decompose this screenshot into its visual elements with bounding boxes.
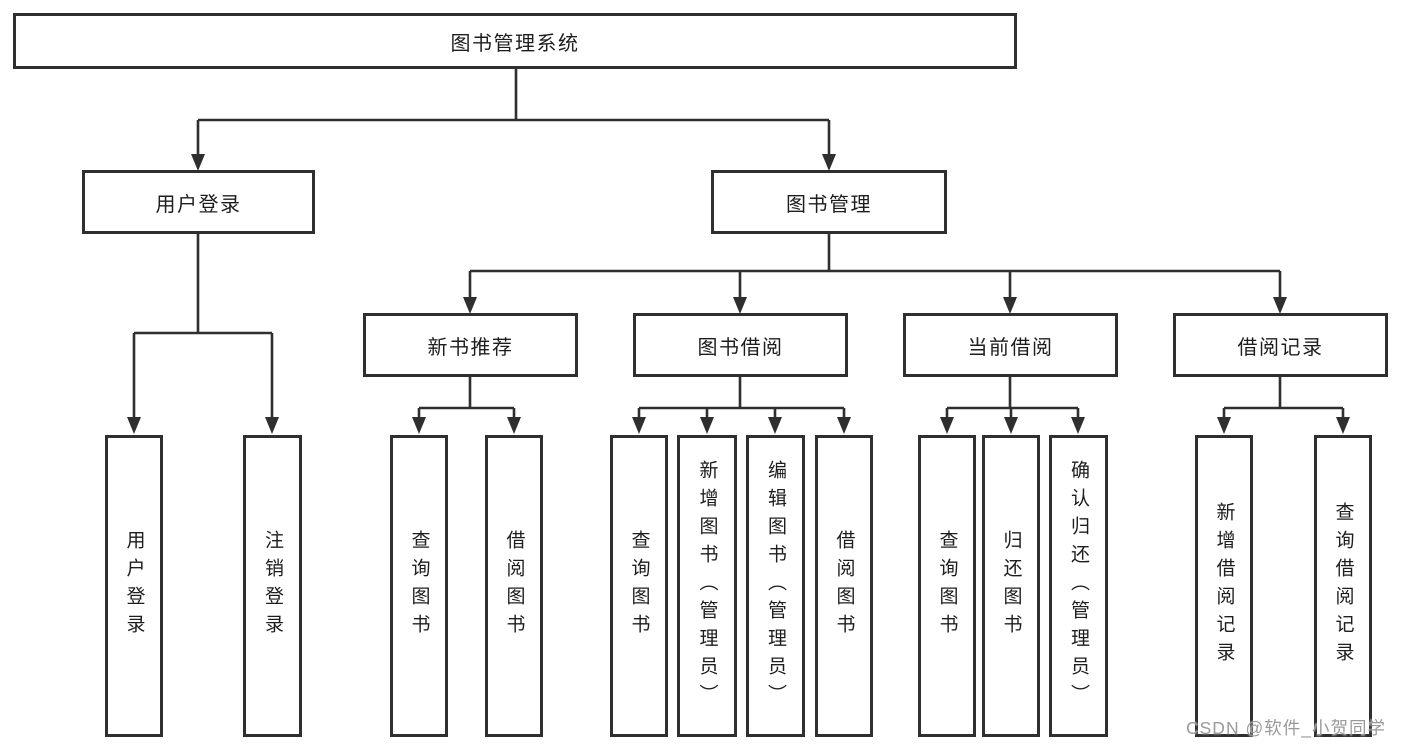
leaf-add-borrow-record: 新增借阅记录 <box>1195 435 1253 737</box>
node-book-management: 图书管理 <box>711 170 947 234</box>
node-library-system-label: 图书管理系统 <box>450 32 580 55</box>
node-borrowing-records: 借阅记录 <box>1173 313 1388 377</box>
node-current-borrowing-label: 当前借阅 <box>967 336 1054 359</box>
leaf-confirm-return-admin: 确认归还（管理员） <box>1049 435 1108 737</box>
node-library-system: 图书管理系统 <box>13 13 1017 69</box>
node-book-borrowing-label: 图书借阅 <box>697 336 784 359</box>
node-book-borrowing: 图书借阅 <box>633 313 848 377</box>
node-borrowing-records-label: 借阅记录 <box>1237 336 1324 359</box>
watermark: CSDN @软件_小贺同学 <box>1186 718 1386 738</box>
leaf-user-login: 用户登录 <box>105 435 163 737</box>
leaf-add-books-admin: 新增图书（管理员） <box>677 435 737 737</box>
leaf-return-books: 归还图书 <box>982 435 1040 737</box>
leaf-logout-login: 注销登录 <box>243 435 302 737</box>
node-user-login: 用户登录 <box>82 170 315 234</box>
node-new-book-recommend: 新书推荐 <box>363 313 578 377</box>
leaf-borrow-books-recommend: 借阅图书 <box>485 435 543 737</box>
leaf-edit-books-admin: 编辑图书（管理员） <box>746 435 805 737</box>
leaf-query-books-current: 查询图书 <box>918 435 976 737</box>
node-book-management-label: 图书管理 <box>786 193 872 216</box>
node-user-login-label: 用户登录 <box>155 193 242 216</box>
leaf-query-borrow-record: 查询借阅记录 <box>1314 435 1372 737</box>
leaf-borrow-books: 借阅图书 <box>815 435 873 737</box>
leaf-query-books-borrowing: 查询图书 <box>610 435 668 737</box>
arrowhead-icons <box>127 154 1350 434</box>
node-new-book-recommend-label: 新书推荐 <box>427 336 514 359</box>
leaf-query-books-recommend: 查询图书 <box>390 435 448 737</box>
node-current-borrowing: 当前借阅 <box>903 313 1118 377</box>
